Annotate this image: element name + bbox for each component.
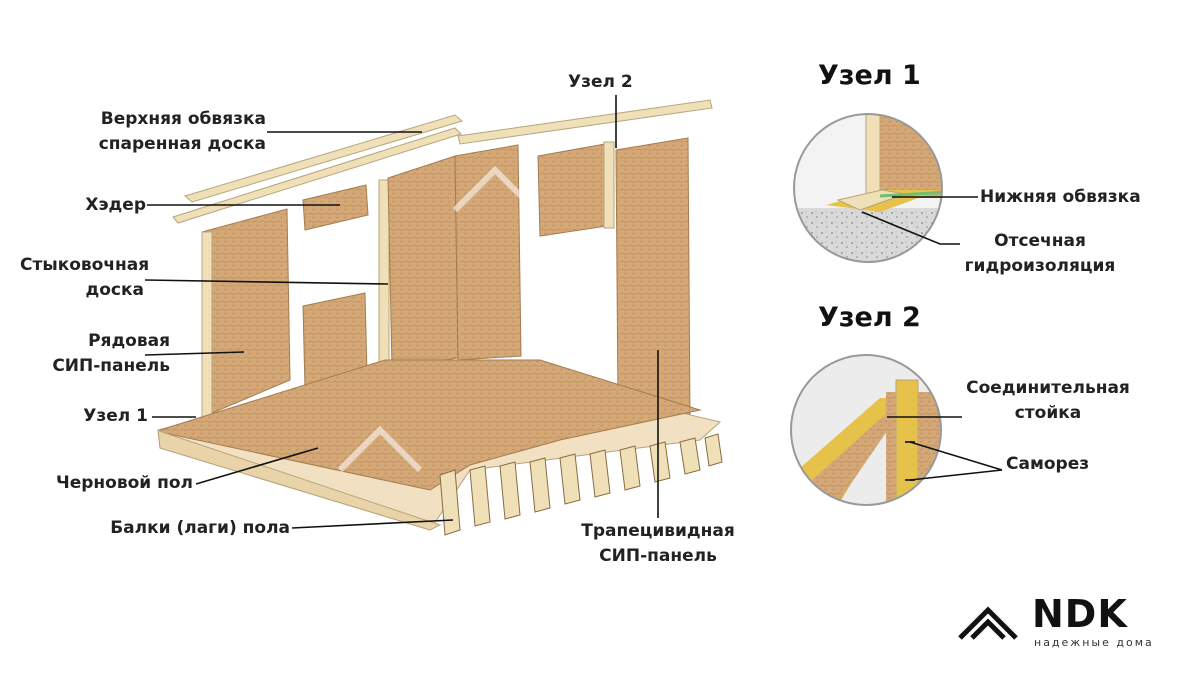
label-node1-left: Узел 1: [83, 406, 148, 426]
label-floor-joists: Балки (лаги) пола: [110, 518, 290, 538]
label-subfloor: Черновой пол: [55, 473, 193, 493]
label-bottom-plate: Нижняя обвязка: [980, 187, 1141, 207]
floor-assembly: [157, 359, 723, 536]
logo-subtitle: надежные дома: [1034, 636, 1154, 649]
label-node2-top: Узел 2: [568, 72, 633, 92]
back-wall-panels: [387, 137, 691, 419]
heading-node2: Узел 2: [818, 302, 921, 333]
leader-lines: [144, 95, 659, 529]
node1-detail: [793, 113, 978, 263]
heading-node1: Узел 1: [818, 60, 921, 91]
header-beam: [302, 184, 369, 231]
docking-board: [378, 179, 390, 366]
node2-detail: [790, 354, 1003, 506]
ndk-logo-icon: [958, 606, 1018, 640]
watermark-logo: [337, 165, 538, 473]
regular-sip-panel: [201, 208, 291, 418]
label-header: Хэдер: [85, 195, 146, 215]
label-screw: Саморез: [1006, 454, 1090, 474]
logo-text: NDK: [1032, 592, 1128, 636]
top-plate-boards: [172, 99, 713, 224]
